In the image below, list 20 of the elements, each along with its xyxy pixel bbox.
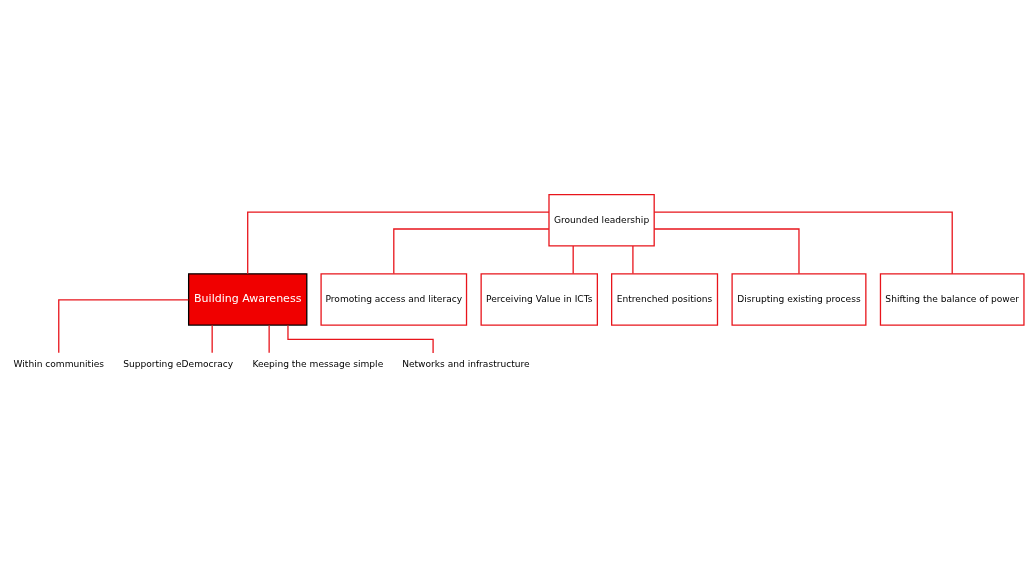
node-box: Disrupting existing process — [731, 272, 867, 326]
connector — [572, 244, 574, 274]
connector — [393, 227, 550, 274]
node-box: Entrenched positions — [611, 272, 719, 326]
node-text: Supporting eDemocracy — [123, 358, 234, 369]
node-text: Keeping the message simple — [252, 358, 384, 369]
node-box: Grounded leadership — [548, 193, 655, 247]
connector — [211, 324, 213, 353]
connector — [268, 324, 270, 353]
node-box: Shifting the balance of power — [879, 272, 1025, 326]
node-text: Networks and infrastructure — [402, 358, 530, 369]
node-box: Building Awareness — [188, 272, 308, 326]
connector — [632, 244, 634, 274]
connector — [247, 211, 550, 274]
connector — [58, 298, 190, 353]
node-text: Within communities — [13, 358, 104, 369]
connector — [653, 227, 800, 274]
connector — [653, 211, 953, 274]
node-box: Promoting access and literacy — [320, 272, 468, 326]
node-box: Perceiving Value in ICTs — [480, 272, 598, 326]
